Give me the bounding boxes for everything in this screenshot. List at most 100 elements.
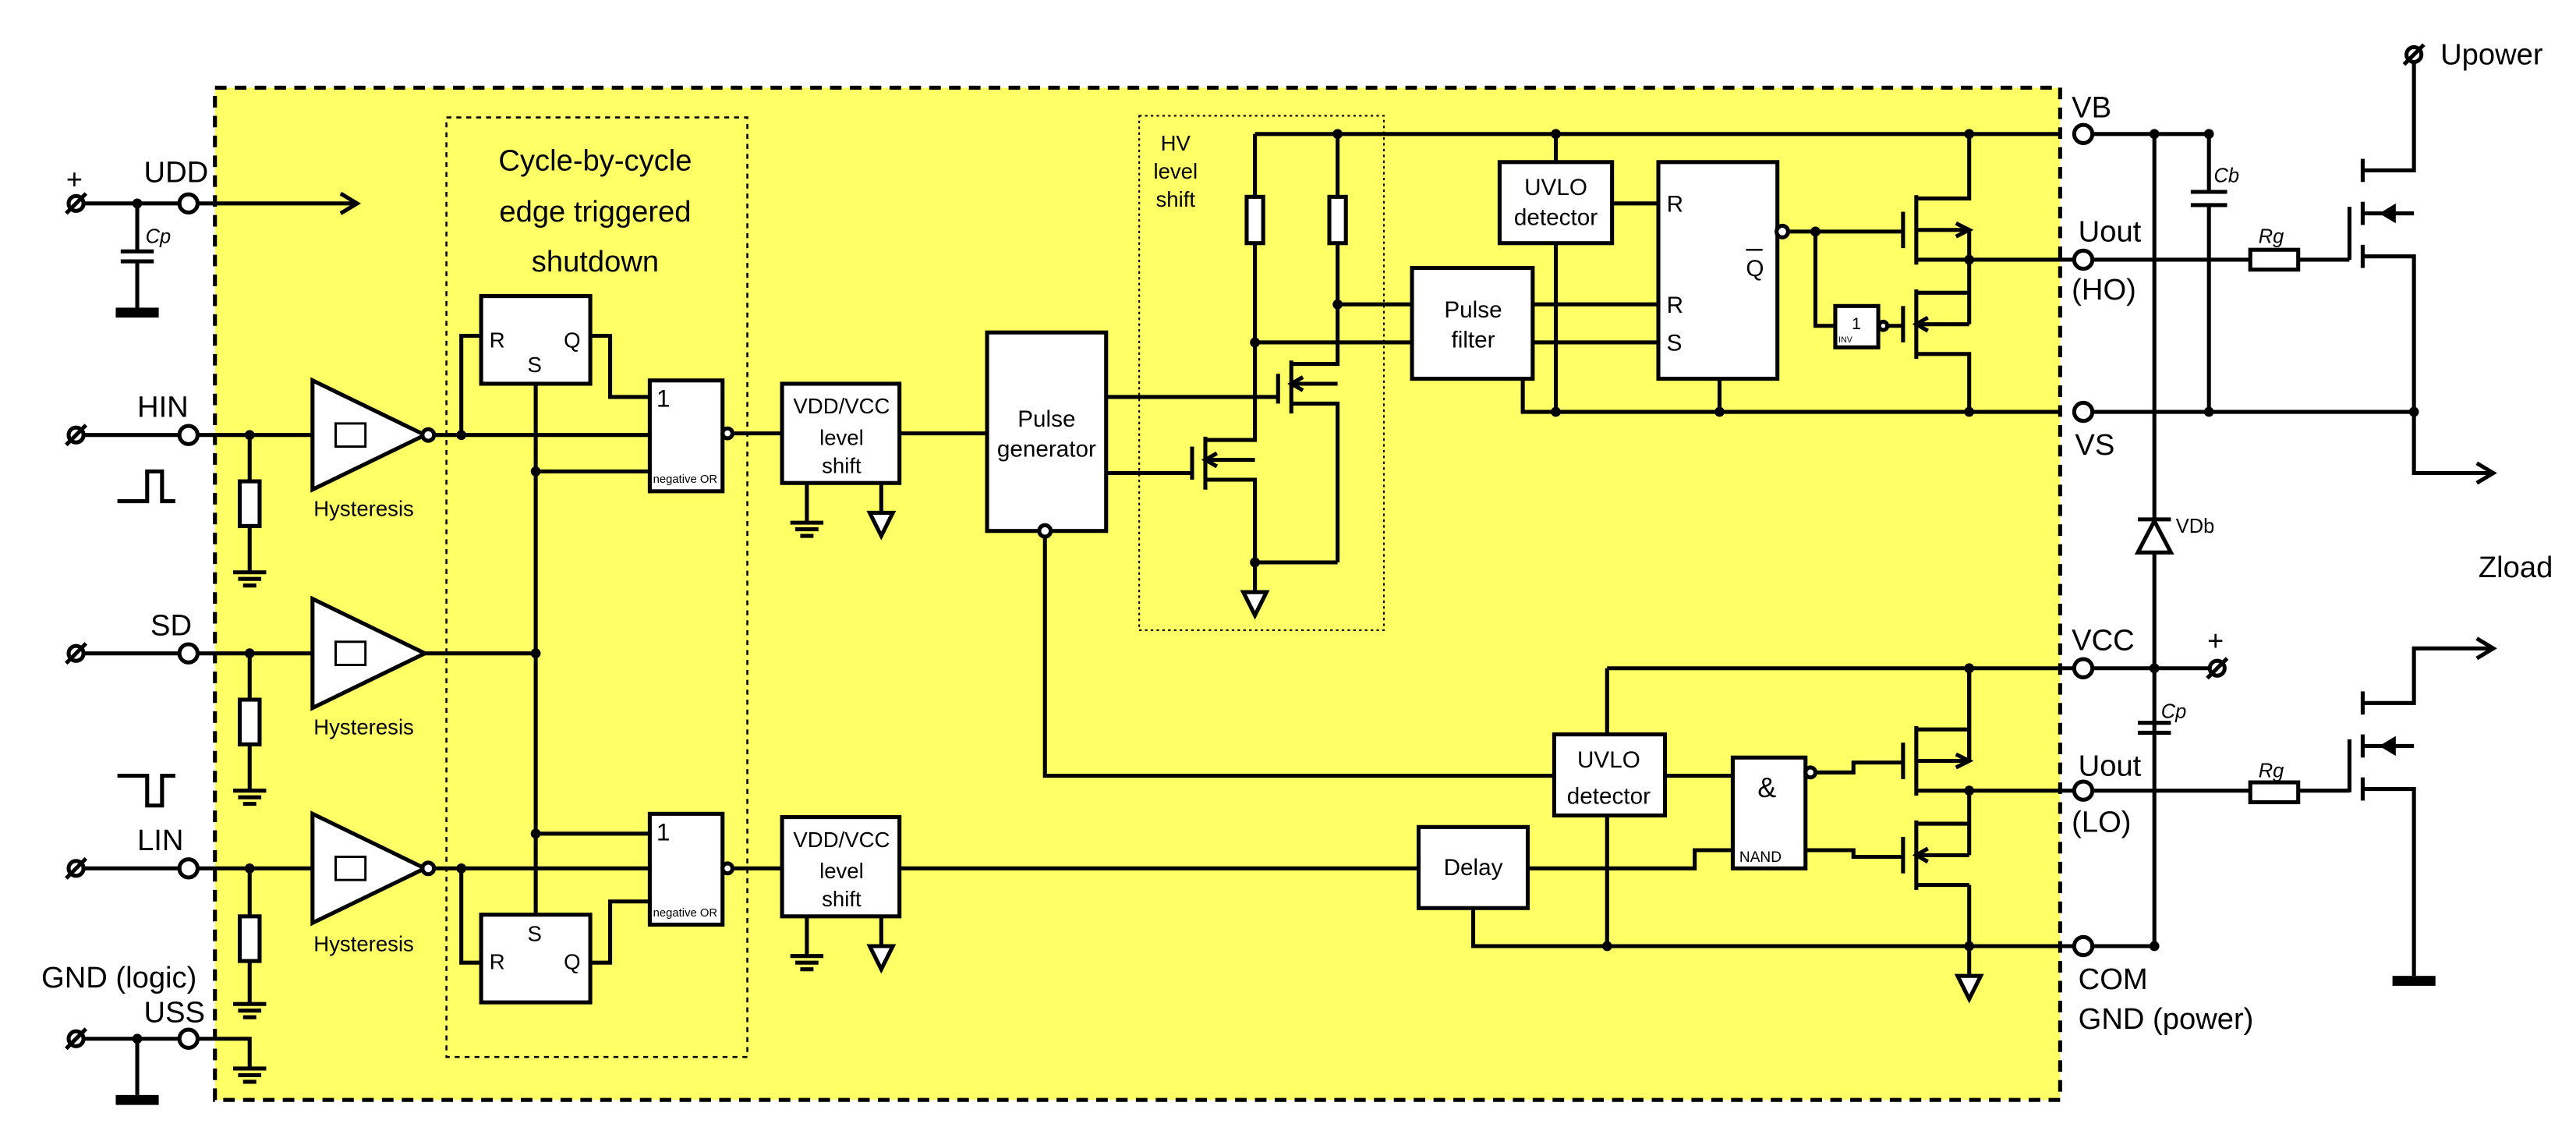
external-low-side: + Cp Zload Rg (2093, 551, 2553, 986)
zload-label: Zload (2479, 551, 2553, 584)
vs-pin[interactable] (2072, 400, 2095, 424)
hin-pin[interactable] (177, 424, 200, 446)
or-top-caption: negative OR (653, 473, 718, 486)
lin-pin[interactable] (177, 857, 200, 880)
uout-hi-label: Uout (2079, 215, 2142, 249)
uvlo-low-line1: UVLO (1577, 747, 1640, 773)
gnd-logic-label: GND (logic) (41, 961, 196, 994)
latch-top-s: S (528, 353, 542, 377)
latch-top-q: Q (564, 328, 580, 352)
sd-pin[interactable] (177, 642, 200, 665)
udd-supply: + Cp UDD (65, 155, 362, 318)
hin-channel: HIN Hysteresis (65, 333, 650, 588)
com-pin[interactable] (2072, 934, 2095, 958)
hin-label: HIN (137, 390, 189, 424)
hv-level-shift-line2: level (1153, 159, 1198, 183)
external-high-side: Cb Rg Upower (2093, 38, 2543, 485)
ho-label: (HO) (2072, 273, 2136, 307)
rs-latch-r1: R (1667, 191, 1683, 217)
sd-channel: SD Hysteresis (65, 595, 536, 808)
low-side-output-stage (1901, 668, 2075, 1004)
or-bottom-symbol: 1 (656, 817, 671, 846)
vs-label: VS (2075, 428, 2114, 462)
pulse-generator: Pulse generator (985, 330, 1555, 778)
cp-right-label: Cp (2161, 700, 2187, 722)
level-shift-bottom: VDD/VCC level shift (780, 815, 1419, 974)
level-shift-top-line3: shift (822, 454, 862, 478)
uout-ho-pin[interactable] (2072, 248, 2095, 271)
cp-left-label: Cp (146, 226, 172, 248)
delay-block: Delay (1416, 824, 2075, 948)
vb-pin[interactable] (2072, 122, 2095, 145)
udd-label: UDD (144, 155, 209, 189)
hysteresis-label-1: Hysteresis (313, 497, 414, 521)
uvlo-high-line1: UVLO (1524, 175, 1587, 200)
uout-lo-pin[interactable] (2072, 779, 2095, 802)
latch-top-r: R (490, 328, 505, 352)
inverter-gate: 1 INV (1833, 303, 1903, 349)
nand-caption: NAND (1739, 849, 1782, 866)
hysteresis-label-2: Hysteresis (313, 715, 414, 739)
pulse-generator-line1: Pulse (1017, 406, 1075, 432)
or-bottom-caption: negative OR (653, 907, 718, 920)
latch-bottom-q: Q (564, 950, 580, 974)
inverter-symbol: 1 (1852, 315, 1861, 333)
level-shift-top-line2: level (819, 425, 864, 449)
rs-latch-s: S (1667, 331, 1683, 356)
latch-bottom-s: S (528, 922, 542, 946)
pulse-filter: Pulse filter (1410, 265, 2061, 414)
hv-level-shift-line3: shift (1156, 187, 1196, 211)
uout-lo-label: Uout (2079, 750, 2142, 783)
pulse-filter-line2: filter (1451, 327, 1495, 353)
uss-ground: GND (logic) USS (41, 961, 267, 1105)
lin-label: LIN (137, 824, 183, 857)
rs-latch-r2: R (1667, 292, 1683, 318)
udd-pin[interactable] (177, 192, 200, 215)
nand-symbol: & (1757, 771, 1776, 803)
high-side-output-stage (1901, 129, 2075, 417)
vcc-plus-sign: + (2207, 624, 2224, 656)
uvlo-high-line2: detector (1514, 204, 1598, 230)
upower-label: Upower (2440, 38, 2543, 72)
uvlo-low-line2: detector (1567, 784, 1651, 810)
lin-channel: LIN Hysteresis (65, 810, 650, 1019)
sd-label: SD (150, 608, 192, 642)
inverter-caption: INV (1838, 335, 1853, 345)
vb-label: VB (2072, 91, 2111, 125)
level-shift-top: VDD/VCC level shift (780, 381, 988, 541)
level-shift-bottom-line3: shift (822, 887, 862, 911)
nand-gate: & NAND (1730, 755, 1903, 870)
shutdown-region (445, 116, 748, 1058)
right-pins: VB Uout (HO) VS VCC Uout (LO) COM GND (p… (2072, 91, 2253, 1036)
rg-low-label: Rg (2259, 760, 2284, 782)
bootstrap-diode: VDb (2134, 133, 2214, 952)
lo-label: (LO) (2072, 806, 2131, 839)
vdb-label: VDb (2176, 516, 2214, 537)
vcc-pin[interactable] (2072, 657, 2095, 679)
level-shift-top-line1: VDD/VCC (793, 394, 890, 418)
hv-level-shift-line1: HV (1161, 131, 1191, 155)
udd-plus-sign: + (66, 163, 83, 195)
hysteresis-label-3: Hysteresis (313, 931, 414, 955)
or-gate-bottom: 1 negative OR (647, 811, 783, 927)
latch-bottom: R S Q (479, 833, 650, 1005)
rs-latch-high-side: R R S Q (1656, 160, 1903, 417)
uvlo-detector-high: UVLO detector (1497, 129, 1659, 417)
rg-high-label: Rg (2259, 226, 2284, 248)
pulse-generator-line2: generator (997, 436, 1096, 462)
rs-latch-qbar: Q (1746, 256, 1764, 282)
or-gate-top: 1 negative OR (647, 378, 783, 494)
uss-pin[interactable] (177, 1027, 200, 1050)
com-label: COM (2079, 963, 2148, 996)
hv-level-shift-region (1138, 115, 1385, 632)
vcc-label: VCC (2072, 623, 2135, 657)
or-top-symbol: 1 (656, 385, 671, 413)
gnd-power-label: GND (power) (2079, 1002, 2254, 1036)
shutdown-title-line3: shutdown (532, 245, 659, 278)
shutdown-title-line1: Cycle-by-cycle (498, 144, 692, 177)
level-shift-bottom-line2: level (819, 859, 864, 883)
latch-bottom-r: R (490, 950, 505, 974)
shutdown-title-line2: edge triggered (499, 195, 691, 229)
uvlo-detector-low: UVLO detector (1552, 732, 1733, 952)
